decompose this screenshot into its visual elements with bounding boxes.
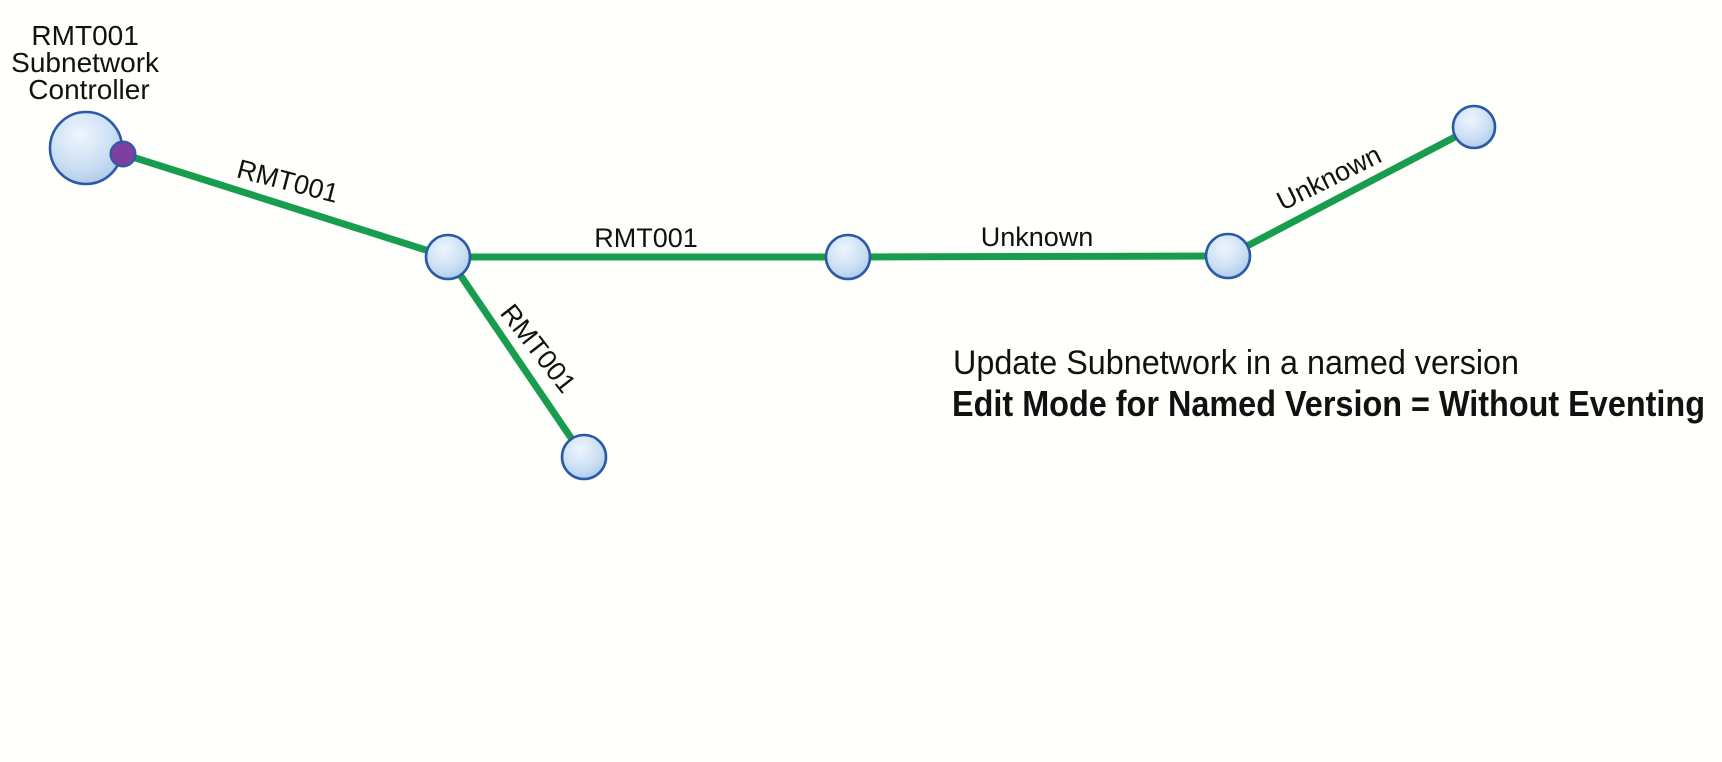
controller-label-line1: RMT001 xyxy=(31,20,138,51)
annotation-line2: Edit Mode for Named Version = Without Ev… xyxy=(952,383,1705,424)
node-junction[interactable] xyxy=(424,233,472,281)
node-bottom[interactable] xyxy=(560,433,608,481)
edge-third-topright[interactable] xyxy=(1224,123,1478,260)
node-middle[interactable] xyxy=(824,233,872,281)
node-top-right[interactable] xyxy=(1451,104,1497,150)
controller-port-dot[interactable] xyxy=(109,140,137,168)
edge-junction-bottom[interactable] xyxy=(444,253,588,461)
node-third[interactable] xyxy=(1204,232,1252,280)
edge-label-middle-third: Unknown xyxy=(981,222,1094,252)
edge-label-controller-junction: RMT001 xyxy=(234,154,342,209)
edge-controller-junction[interactable] xyxy=(119,150,452,261)
annotation-line1: Update Subnetwork in a named version xyxy=(953,344,1519,382)
controller-label: RMT001 Subnetwork Controller xyxy=(11,20,167,105)
edge-label-junction-middle: RMT001 xyxy=(594,223,698,253)
edge-middle-third[interactable] xyxy=(844,252,1232,261)
controller-label-line2: Subnetwork xyxy=(11,47,160,78)
controller-label-line3: Controller xyxy=(28,74,149,105)
